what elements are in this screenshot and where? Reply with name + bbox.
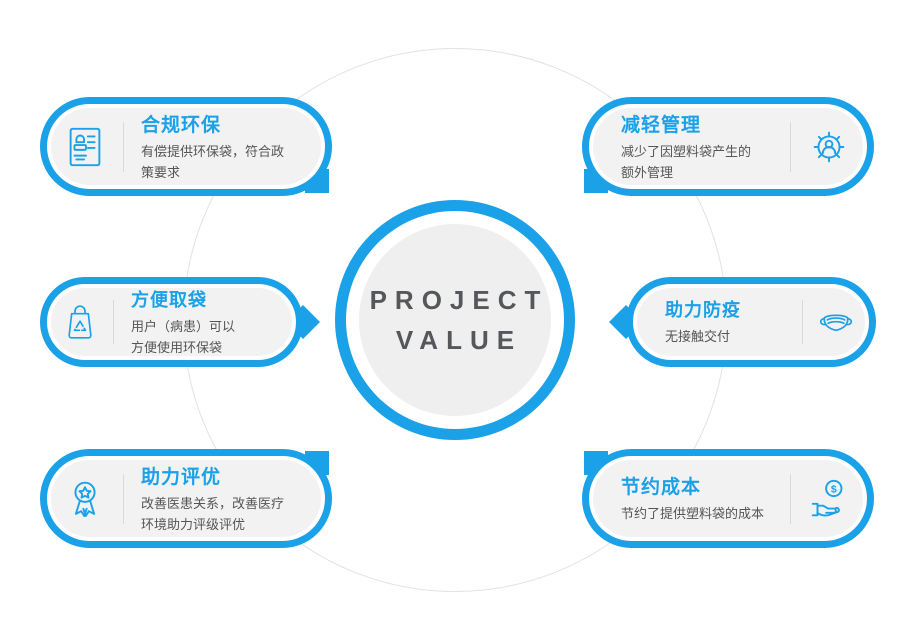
card-convenience: 方便取袋 用户（病患）可以 方便使用环保袋: [40, 277, 303, 367]
card-body: 用户（病患）可以 方便使用环保袋: [131, 319, 236, 355]
medal-icon: [47, 476, 123, 522]
card-title: 减轻管理: [621, 115, 702, 137]
card-epidemic: 助力防疫 无接触交付: [626, 277, 876, 367]
card-title: 助力防疫: [665, 300, 741, 321]
card-compliance: 合规环保 有偿提供环保袋，符合政 策要求: [40, 97, 332, 196]
card-body: 无接触交付: [665, 329, 731, 345]
center-title-line1: PROJECT: [369, 284, 549, 315]
card-title: 方便取袋: [131, 290, 207, 311]
card-body: 有偿提供环保袋，符合政 策要求: [141, 144, 285, 180]
center-circle-face: PROJECT VALUE: [359, 224, 551, 416]
mask-icon: [803, 302, 869, 342]
divider: [802, 300, 803, 344]
gear-user-icon: [791, 124, 867, 170]
card-cost: 节约成本 节约了提供塑料袋的成本 $: [582, 449, 874, 548]
divider: [113, 300, 114, 344]
center-circle: PROJECT VALUE: [335, 200, 575, 440]
recycle-bag-icon: [47, 302, 113, 342]
svg-text:$: $: [831, 483, 837, 495]
divider: [790, 473, 791, 524]
divider: [123, 121, 124, 172]
stamp-icon: [47, 124, 123, 170]
card-body: 节约了提供塑料袋的成本: [621, 506, 765, 522]
card-title: 合规环保: [141, 115, 222, 137]
card-management: 减轻管理 减少了因塑料袋产生的 额外管理: [582, 97, 874, 196]
divider: [790, 121, 791, 172]
card-title: 助力评优: [141, 467, 222, 489]
hand-coin-icon: $: [791, 476, 867, 522]
center-title-line2: VALUE: [395, 325, 523, 355]
card-title: 节约成本: [621, 477, 702, 499]
card-body: 改善医患关系，改善医疗 环境助力评级评优: [141, 496, 285, 532]
divider: [123, 473, 124, 524]
card-rating: 助力评优 改善医患关系，改善医疗 环境助力评级评优: [40, 449, 332, 548]
card-body: 减少了因塑料袋产生的 额外管理: [621, 144, 752, 180]
